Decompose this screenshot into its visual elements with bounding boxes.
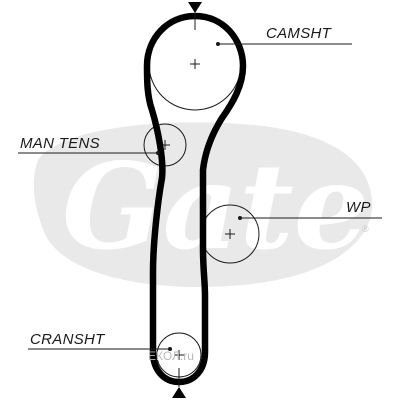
- crankshaft-timing-mark: [172, 387, 186, 398]
- camshaft-leader: [216, 42, 352, 46]
- gates-logo-registered: ®: [362, 224, 369, 234]
- gates-logo-text: Gates: [62, 137, 400, 276]
- crankshaft-label: CRANSHT: [30, 331, 106, 348]
- watermark-text: ЕКОЛ.ru: [148, 349, 194, 363]
- camshaft-timing-mark: [188, 2, 202, 13]
- camshaft-label: CAMSHT: [266, 25, 333, 42]
- tensioner-leader: [18, 151, 160, 155]
- water-pump-leader: [238, 216, 382, 220]
- crankshaft-leader: [28, 347, 172, 351]
- water-pump-label: WP: [346, 199, 371, 216]
- tensioner-label: MAN TENS: [20, 135, 100, 152]
